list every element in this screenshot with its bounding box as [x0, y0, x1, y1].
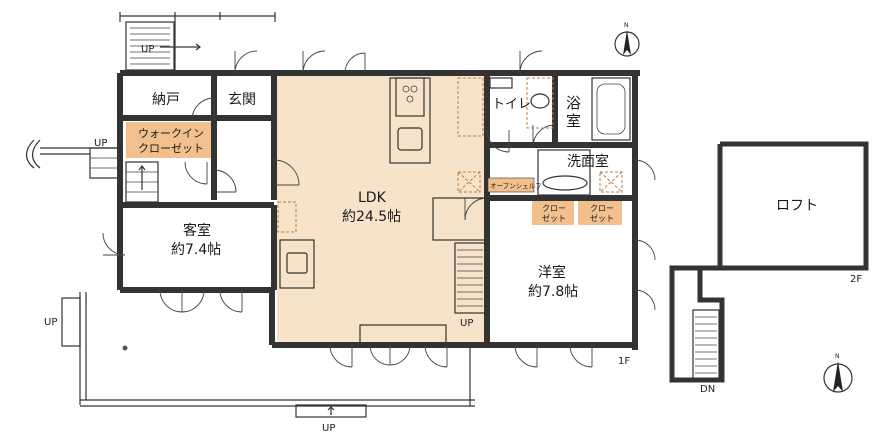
deck	[61, 292, 475, 418]
room-closet-b-line2: ゼット	[590, 213, 614, 223]
ldk-floor	[277, 75, 487, 345]
room-yoshitsu-size: 約7.8帖	[528, 284, 578, 300]
up-label-top: UP	[141, 44, 154, 55]
bath-fixtures	[489, 77, 631, 196]
room-closet-b-line1: クロー	[590, 204, 614, 213]
room-bath-line1: 浴	[566, 94, 581, 112]
dn-label: DN	[700, 384, 715, 395]
north-arrow-icon	[614, 30, 640, 57]
room-toilet: トイレ	[492, 97, 531, 112]
north-label-top: N	[624, 22, 629, 29]
room-nando: 納戸	[152, 92, 180, 108]
up-label-stair: UP	[460, 318, 473, 329]
walkin-closet-floor	[126, 122, 214, 158]
closet-b-floor	[578, 201, 622, 225]
room-yoshitsu-name: 洋室	[538, 264, 566, 281]
up-label-left: UP	[94, 138, 107, 149]
room-ldk-size: 約24.5帖	[342, 209, 401, 225]
floor-label-2f: 2F	[850, 274, 862, 285]
up-label-bottom: UP	[322, 423, 335, 434]
room-closet-a-line1: クロー	[542, 204, 566, 213]
room-senmen: 洗面室	[567, 153, 609, 170]
north-label-bottom: N	[835, 353, 840, 360]
room-kyakushitsu-size: 約7.4帖	[171, 242, 221, 258]
window-marks	[117, 160, 638, 310]
open-shelf-box	[487, 177, 535, 193]
room-ldk-name: LDK	[358, 190, 387, 206]
floor-label-1f: 1F	[618, 356, 630, 367]
north-arrow-icon	[823, 361, 853, 393]
open-shelf-marks	[457, 171, 623, 193]
up-label-deck: UP	[44, 317, 57, 328]
room-closet-a-line2: ゼット	[542, 213, 566, 223]
closet-a-floor	[532, 201, 574, 225]
room-loft: ロフト	[776, 198, 818, 214]
room-bath-line2: 室	[566, 112, 581, 130]
left-entry-steps	[25, 139, 159, 203]
room-genkan: 玄関	[228, 91, 256, 108]
room-walkin-line1: ウォークイン	[138, 127, 204, 140]
room-walkin-line2: クローゼット	[138, 142, 204, 155]
top-entrance-stair	[119, 12, 276, 71]
ldk-stair	[454, 242, 486, 314]
room-open-shelf: オープンシェルフ	[490, 182, 542, 190]
kitchen-fixtures	[277, 77, 488, 346]
loft-walls	[669, 141, 869, 383]
room-kyakushitsu-name: 客室	[183, 222, 211, 239]
